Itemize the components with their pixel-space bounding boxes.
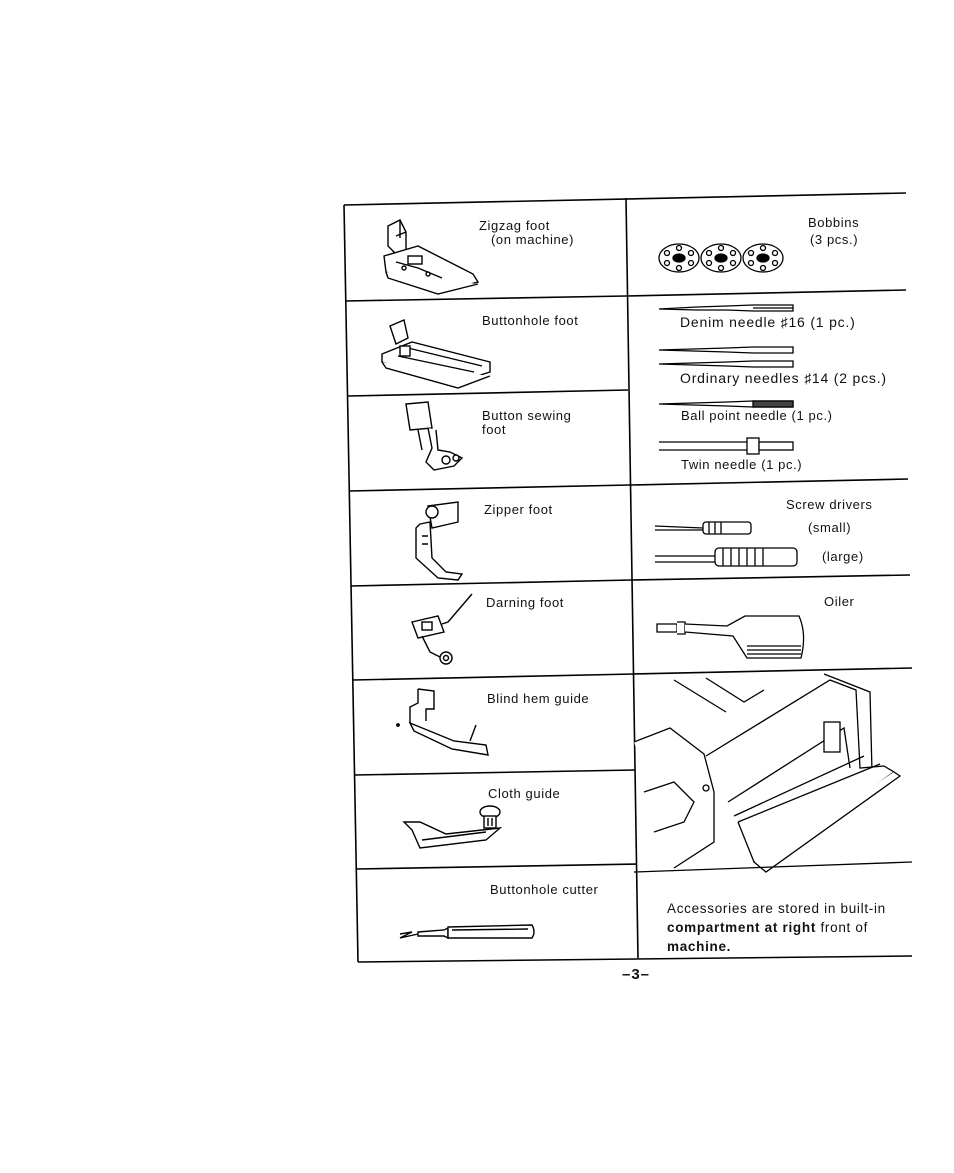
ordinary-needles-illustration xyxy=(658,346,794,368)
storage-note-emphasis: compartment at right xyxy=(667,920,817,935)
zigzag-foot-illustration xyxy=(383,219,480,295)
bobbins-label: Bobbins xyxy=(808,215,860,230)
denim-needle-illustration xyxy=(658,304,794,312)
button-sewing-foot-illustration xyxy=(405,401,464,471)
buttonhole-cutter-illustration xyxy=(399,924,535,940)
cloth-guide-illustration xyxy=(402,805,503,849)
blind-hem-guide-label: Blind hem guide xyxy=(487,691,590,706)
zipper-foot-label: Zipper foot xyxy=(484,502,553,517)
storage-compartment-illustration xyxy=(633,673,913,873)
blind-hem-guide-illustration xyxy=(396,688,489,756)
screwdrivers-illustration xyxy=(654,521,798,567)
oiler-illustration xyxy=(656,615,805,659)
zigzag-foot-sublabel: (on machine) xyxy=(491,232,575,247)
cloth-guide-label: Cloth guide xyxy=(488,786,561,801)
storage-note: Accessories are stored in built-in compa… xyxy=(667,899,907,956)
ordinary-needles-label: Ordinary needles ♯14 (2 pcs.) xyxy=(680,370,887,386)
button-sewing-foot-sublabel: foot xyxy=(482,422,507,437)
storage-note-line2-rest: front of xyxy=(820,920,869,935)
storage-note-line1: Accessories are stored in built-in xyxy=(667,901,886,916)
storage-note-line3: machine. xyxy=(667,939,732,954)
page-number: –3– xyxy=(622,966,651,983)
screwdriver-large-label: (large) xyxy=(822,549,864,564)
twin-needle-illustration xyxy=(659,437,794,455)
oiler-label: Oiler xyxy=(824,594,855,609)
twin-needle-label: Twin needle (1 pc.) xyxy=(681,457,803,472)
buttonhole-foot-label: Buttonhole foot xyxy=(482,313,579,328)
darning-foot-illustration xyxy=(411,593,473,665)
ball-point-needle-illustration xyxy=(658,400,794,408)
zigzag-foot-label: Zigzag foot xyxy=(479,218,550,233)
darning-foot-label: Darning foot xyxy=(486,595,565,610)
denim-needle-label: Denim needle ♯16 (1 pc.) xyxy=(680,314,856,330)
bobbins-illustration xyxy=(658,243,784,273)
storage-note-line2: compartment at right front of xyxy=(667,918,907,937)
zipper-foot-illustration xyxy=(415,501,464,581)
screwdriver-small-label: (small) xyxy=(808,520,852,535)
button-sewing-foot-label: Button sewing xyxy=(482,408,572,423)
ball-point-needle-label: Ball point needle (1 pc.) xyxy=(681,408,833,423)
bobbins-qty: (3 pcs.) xyxy=(810,232,859,247)
buttonhole-foot-illustration xyxy=(381,319,491,389)
screwdrivers-label: Screw drivers xyxy=(786,497,873,512)
buttonhole-cutter-label: Buttonhole cutter xyxy=(490,882,599,897)
